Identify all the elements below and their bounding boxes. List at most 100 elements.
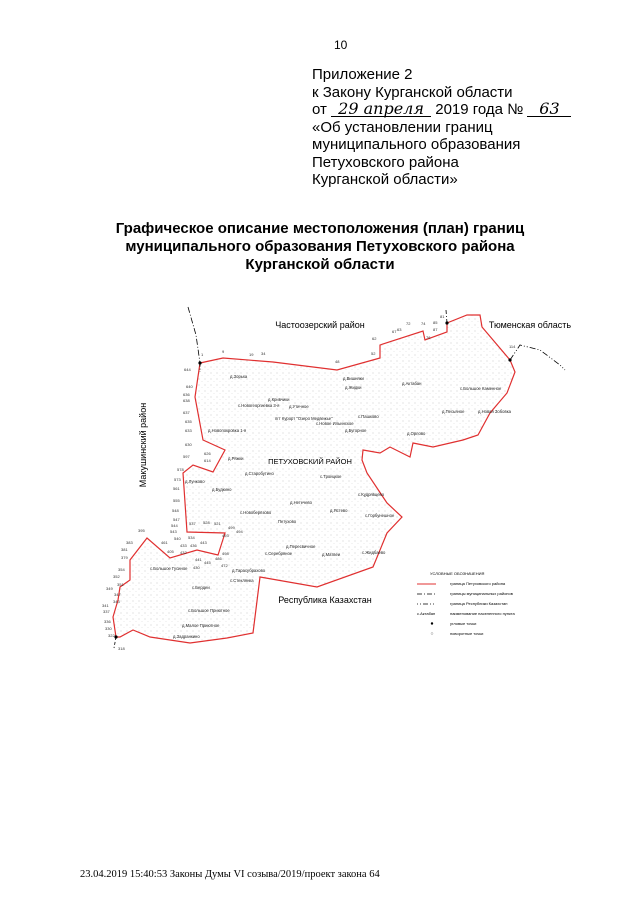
turn-point-label: 537 xyxy=(189,521,196,526)
settlement-label: д.Кривчики xyxy=(268,397,290,402)
settlement-label: д.Орлово xyxy=(407,431,426,436)
turn-point-label: 347 xyxy=(114,592,121,597)
appendix-line: Петуховского района xyxy=(312,153,459,171)
legend-item-label: поворотные точки xyxy=(450,631,483,636)
turn-point-label: 74 xyxy=(421,321,426,326)
turn-point-label: 352 xyxy=(113,574,120,579)
settlement-label: с.Жидбаево xyxy=(362,550,386,555)
turn-point-label: 432 xyxy=(180,550,187,555)
legend-item-label: угловые точки xyxy=(450,621,476,626)
settlement-label: д.Жидки xyxy=(345,385,362,390)
settlement-label: д.Малое Приютное xyxy=(182,623,220,628)
turn-point-label: 561 xyxy=(173,486,180,491)
title-line: муниципального образования Петуховского … xyxy=(125,238,515,255)
turn-point-label: 534 xyxy=(188,535,195,540)
settlement-label: с.Стеклянка xyxy=(230,578,254,583)
settlement-label: с.Новое Ильинское xyxy=(316,421,354,426)
corner-point xyxy=(198,361,202,365)
appendix-line: Приложение 2 xyxy=(312,66,413,83)
turn-point-label: 547 xyxy=(173,517,180,522)
turn-point-label: 528 xyxy=(203,520,210,525)
legend-item-label: граница Петуховского района xyxy=(450,581,506,586)
settlement-label: д.Лунково xyxy=(185,479,205,484)
admin-border-line xyxy=(113,636,117,649)
legend-item-label: границы муниципальных районов xyxy=(450,591,513,596)
turn-point-label: 555 xyxy=(173,498,180,503)
turn-point-label: 633 xyxy=(185,428,192,433)
turn-point-label: 379 xyxy=(121,555,128,560)
settlement-label: д.Новая Зобовка xyxy=(478,409,512,414)
turn-point-label: 640 xyxy=(186,384,193,389)
settlement-label: д.Актабан xyxy=(402,381,422,386)
turn-point-label: 336 xyxy=(104,619,111,624)
settlement-label: д.Ряжки xyxy=(228,456,244,461)
region-label: Частоозерский район xyxy=(275,320,365,330)
date-suffix: 2019 года № xyxy=(435,101,524,118)
admin-border-line xyxy=(187,306,201,372)
turn-point-label: 441 xyxy=(195,557,202,562)
turn-point-label: 644 xyxy=(184,367,191,372)
turn-point-label: 445 xyxy=(204,560,211,565)
legend-item-label: граница Республики Казахстан xyxy=(450,601,507,606)
turn-point-label: 383 xyxy=(126,540,133,545)
district-boundary xyxy=(112,314,516,644)
region-label: ПЕТУХОВСКИЙ РАЙОН xyxy=(268,457,352,466)
region-label: Тюменская область xyxy=(489,320,572,330)
turn-point-label: 626 xyxy=(204,451,211,456)
date-prefix: от xyxy=(312,101,327,118)
region-label: Республика Казахстан xyxy=(278,595,371,605)
turn-point-label: 436 xyxy=(190,543,197,548)
turn-point-label: 499 xyxy=(228,525,235,530)
turn-point-label: 498 xyxy=(222,551,229,556)
turn-point-label: 52 xyxy=(371,351,376,356)
settlement-label: д.Вишняки xyxy=(343,376,365,381)
legend-corner-point-icon xyxy=(430,622,434,625)
appendix-line: муниципального образования xyxy=(312,136,521,153)
turn-point-label: 87 xyxy=(433,327,438,332)
settlement-label: д.Задранкино xyxy=(173,634,200,639)
turn-point-label: 548 xyxy=(172,508,179,513)
admin-border-line xyxy=(509,344,566,371)
appendix-date-line: от 29 апреля 2019 года № 63 xyxy=(312,101,572,119)
turn-point-label: 430 xyxy=(193,565,200,570)
turn-point-label: 19 xyxy=(249,352,254,357)
turn-point-label: 72 xyxy=(406,321,411,326)
settlement-label: д.Старобутино xyxy=(245,471,274,476)
turn-point-label: 322 xyxy=(108,633,115,638)
turn-point-label: 521 xyxy=(214,521,221,526)
turn-point-label: 614 xyxy=(204,458,211,463)
settlement-label: д.Новопокровка 1-я xyxy=(208,428,246,433)
turn-point-label: 573 xyxy=(174,477,181,482)
turn-point-label: 63 xyxy=(397,327,402,332)
settlement-label: с.Серебряное xyxy=(265,551,293,556)
turn-point-label: 62 xyxy=(372,336,377,341)
turn-point-label: 67 xyxy=(392,329,397,334)
handwritten-number: 63 xyxy=(527,101,572,117)
corner-point xyxy=(508,358,512,362)
turn-point-label: 330 xyxy=(105,626,112,631)
turn-point-label: 9 xyxy=(222,349,225,354)
turn-point-label: 635 xyxy=(185,419,192,424)
turn-point-label: 48 xyxy=(335,359,340,364)
appendix-header: Приложение 2 к Закону Курганской области… xyxy=(312,66,572,189)
turn-point-label: 381 xyxy=(121,547,128,552)
settlement-label: с.Большое Гусиное xyxy=(150,566,188,571)
settlement-label: с.Кудрявцево xyxy=(358,492,385,497)
footer-stamp: 23.04.2019 15:40:53 Законы Думы VI созыв… xyxy=(80,869,380,880)
settlement-label: с.Пашково xyxy=(358,414,379,419)
turn-point-label: 578 xyxy=(177,467,184,472)
admin-border-line xyxy=(445,309,448,324)
turn-point-label: 630 xyxy=(185,442,192,447)
turn-point-label: 349 xyxy=(106,586,113,591)
settlement-label: пгт Курорт "Озеро Медвежье" xyxy=(275,416,333,421)
settlement-label: д.Песьяное xyxy=(442,409,465,414)
settlement-label: с.Троицкое xyxy=(320,474,342,479)
turn-point-label: 85 xyxy=(433,320,438,325)
turn-point-label: 540 xyxy=(174,536,181,541)
corner-point xyxy=(114,635,118,639)
corner-point xyxy=(445,321,449,325)
settlement-label: д.Нетечево xyxy=(290,500,313,505)
appendix-line: к Закону Курганской области xyxy=(312,83,513,101)
settlement-label: с.Новоберёзово xyxy=(240,510,272,515)
